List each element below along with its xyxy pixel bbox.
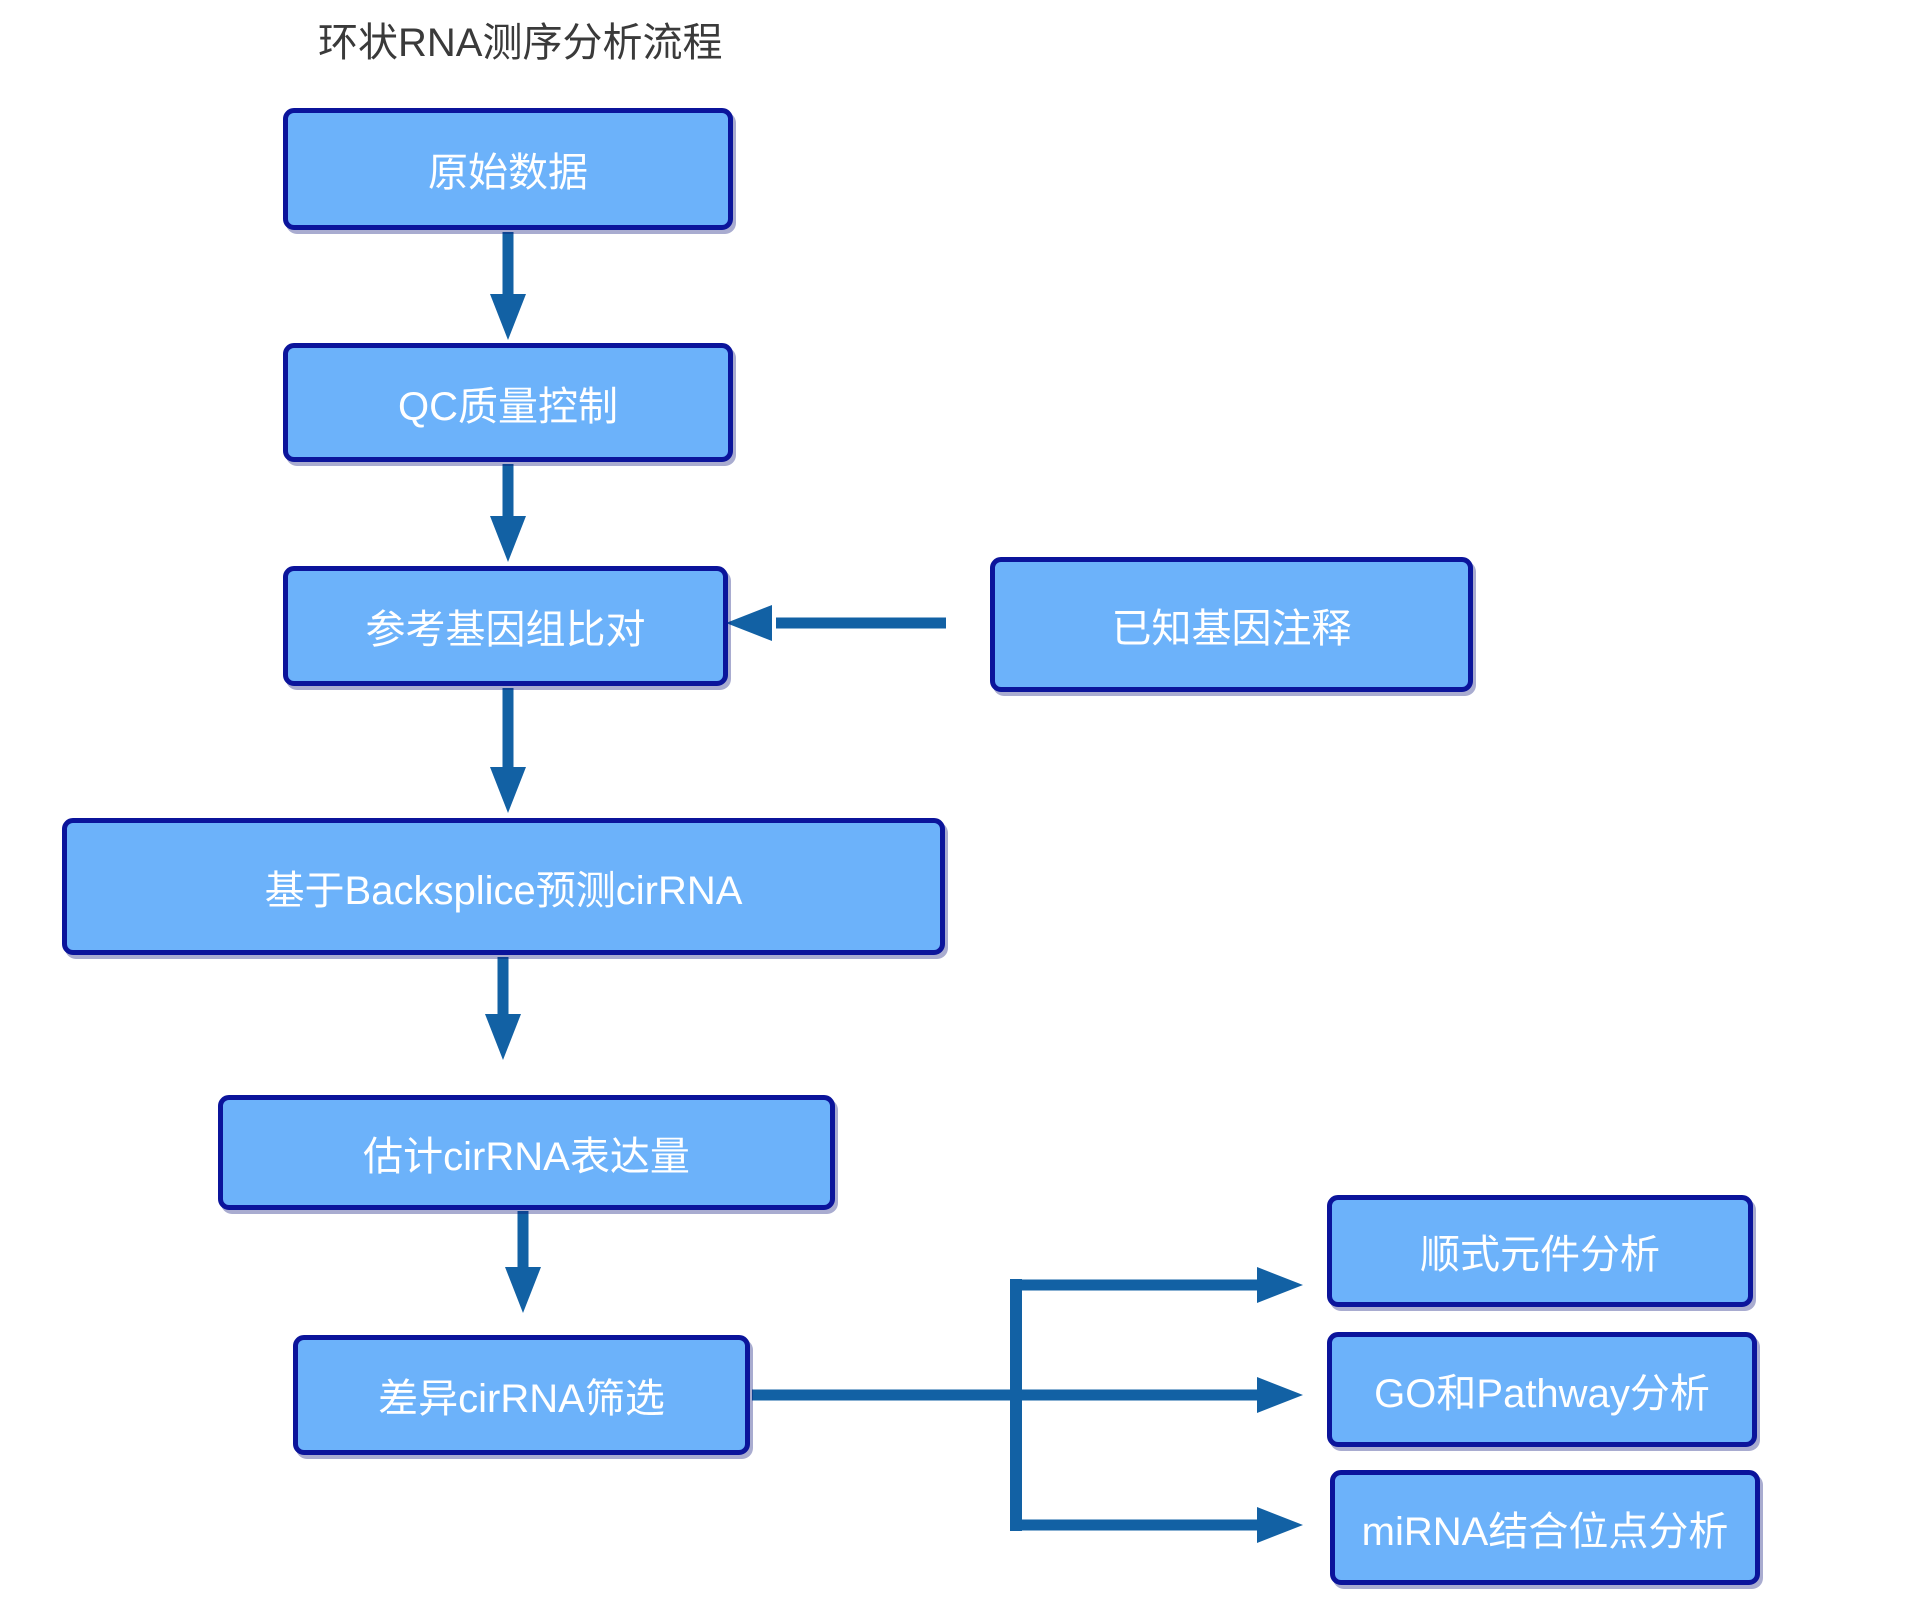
node-expression-estimate-label: 估计cirRNA表达量 bbox=[363, 1134, 690, 1179]
arrow-ref-align-to-backsplice bbox=[490, 688, 526, 813]
node-qc-label: QC质量控制 bbox=[398, 384, 618, 429]
arrow-expression-to-diff bbox=[505, 1211, 541, 1313]
node-diff-screening: 差异cirRNA筛选 bbox=[293, 1335, 750, 1455]
arrow-diff-to-mirna-binding bbox=[1010, 1507, 1303, 1543]
node-backsplice-predict: 基于Backsplice预测cirRNA bbox=[62, 818, 945, 955]
node-mirna-binding-analysis-label: miRNA结合位点分析 bbox=[1361, 1509, 1729, 1554]
arrow-backsplice-to-expression bbox=[485, 957, 521, 1060]
arrow-diff-to-go-pathway bbox=[752, 1377, 1303, 1413]
arrow-diff-to-cis-element bbox=[1010, 1267, 1303, 1303]
node-ref-genome-align-label: 参考基因组比对 bbox=[365, 608, 646, 652]
diagram-title: 环状RNA测序分析流程 bbox=[318, 21, 723, 65]
node-qc: QC质量控制 bbox=[283, 343, 733, 462]
node-raw-data: 原始数据 bbox=[283, 108, 733, 230]
node-cis-element-analysis-label: 顺式元件分析 bbox=[1420, 1233, 1660, 1277]
node-backsplice-predict-label: 基于Backsplice预测cirRNA bbox=[264, 868, 743, 913]
arrow-annotation-to-ref-align bbox=[726, 605, 946, 641]
node-expression-estimate: 估计cirRNA表达量 bbox=[218, 1095, 835, 1210]
node-raw-data-label: 原始数据 bbox=[428, 151, 588, 195]
node-known-gene-annotation-label: 已知基因注释 bbox=[1111, 606, 1352, 651]
arrow-qc-to-ref-align bbox=[490, 464, 526, 562]
node-known-gene-annotation: 已知基因注释 bbox=[990, 557, 1473, 692]
node-mirna-binding-analysis: miRNA结合位点分析 bbox=[1330, 1470, 1760, 1585]
node-ref-genome-align: 参考基因组比对 bbox=[283, 566, 728, 686]
node-go-pathway-analysis: GO和Pathway分析 bbox=[1327, 1332, 1757, 1447]
node-cis-element-analysis: 顺式元件分析 bbox=[1327, 1195, 1753, 1307]
node-diff-screening-label: 差异cirRNA筛选 bbox=[378, 1377, 665, 1421]
arrow-raw-data-to-qc bbox=[490, 232, 526, 340]
node-go-pathway-analysis-label: GO和Pathway分析 bbox=[1374, 1371, 1710, 1416]
